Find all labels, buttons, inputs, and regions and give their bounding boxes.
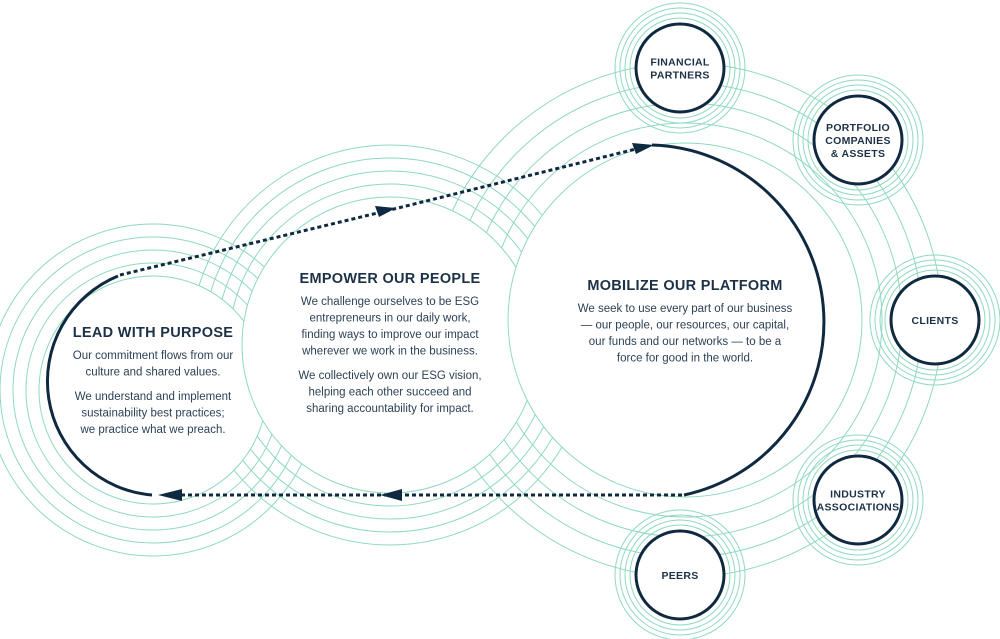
pillar-title: EMPOWER OUR PEOPLE	[299, 271, 480, 287]
node-circle	[812, 94, 904, 186]
node-ring	[884, 269, 986, 371]
pillar-body-line: culture and shared values.	[86, 367, 221, 379]
pillar-body-line: We seek to use every part of our busines…	[578, 303, 793, 315]
arrowhead-icon	[632, 143, 654, 154]
node-ring	[629, 524, 731, 626]
pillar-body-line: sustainability best practices;	[81, 408, 224, 420]
pillar-body-line: helping each other succeed and	[308, 387, 471, 399]
stakeholder-label: ASSOCIATIONS	[817, 502, 900, 514]
node-ring	[624, 12, 736, 124]
pillar-body-line: wherever we work in the business.	[301, 346, 478, 358]
node-ring	[619, 514, 741, 636]
pillar-title: MOBILIZE OUR PLATFORM	[587, 278, 782, 294]
node-ring	[629, 17, 731, 119]
stakeholder-label: CLIENTS	[911, 315, 958, 327]
node-circle	[812, 454, 904, 546]
node-ring	[807, 89, 909, 191]
arrowhead-icon	[158, 489, 182, 501]
stakeholder-node: CLIENTS	[869, 254, 1000, 386]
stakeholder-label: COMPANIES	[825, 135, 891, 147]
pillar-body-line: we practice what we preach.	[79, 424, 225, 436]
node-ring	[869, 254, 1000, 386]
pillar-body-line: our funds and our networks — to be a	[589, 336, 782, 348]
pillar-body-line: sharing accountability for impact.	[306, 403, 473, 415]
node-ring	[797, 79, 919, 201]
node-ring	[792, 74, 924, 206]
pillar-circle	[507, 142, 863, 498]
node-ring	[792, 434, 924, 566]
stakeholder-label: INDUSTRY	[830, 489, 886, 501]
stakeholder-node: PEERS	[614, 509, 746, 639]
stakeholder-label: & ASSETS	[831, 148, 886, 160]
pillar-title: LEAD WITH PURPOSE	[73, 325, 234, 341]
arrowhead-icon	[375, 206, 396, 217]
pillar-body-line: Our commitment flows from our	[73, 350, 234, 362]
mobilize-arc	[651, 143, 826, 497]
node-ring	[614, 2, 746, 134]
pillar-body-line: We collectively own our ESG vision,	[298, 370, 481, 382]
node-ring	[797, 439, 919, 561]
node-circle	[634, 22, 726, 114]
node-ring	[879, 264, 991, 376]
node-ring	[624, 519, 736, 631]
pillar-texts: LEAD WITH PURPOSE Our commitment flows fr…	[73, 271, 793, 436]
node-ring	[619, 7, 741, 129]
pillar-body-line: — our people, our resources, our capital…	[581, 320, 789, 332]
pillar-circles	[38, 142, 863, 505]
arrowhead-icon	[380, 489, 402, 501]
lead-arc	[46, 274, 153, 497]
flow-arrows	[46, 143, 826, 501]
dashed-arrow-upper	[119, 146, 641, 277]
pillar-body-line: force for good in the world.	[617, 353, 753, 365]
pillar-body-line: entrepreneurs in our daily work,	[309, 313, 470, 325]
node-ring	[802, 84, 914, 196]
stakeholder-label: FINANCIAL	[650, 57, 710, 69]
node-ring	[874, 259, 996, 381]
pillar-body-line: We understand and implement	[75, 391, 232, 403]
node-circle	[889, 274, 981, 366]
pillar-body-line: finding ways to improve our impact	[301, 329, 479, 341]
stakeholder-label: PARTNERS	[650, 70, 709, 82]
stakeholder-label: PEERS	[661, 570, 698, 582]
node-ring	[614, 509, 746, 639]
node-circle	[634, 529, 726, 621]
node-ring	[802, 444, 914, 556]
node-ring	[807, 449, 909, 551]
pillar-body-line: We challenge ourselves to be ESG	[301, 296, 479, 308]
stakeholder-label: PORTFOLIO	[826, 122, 890, 134]
